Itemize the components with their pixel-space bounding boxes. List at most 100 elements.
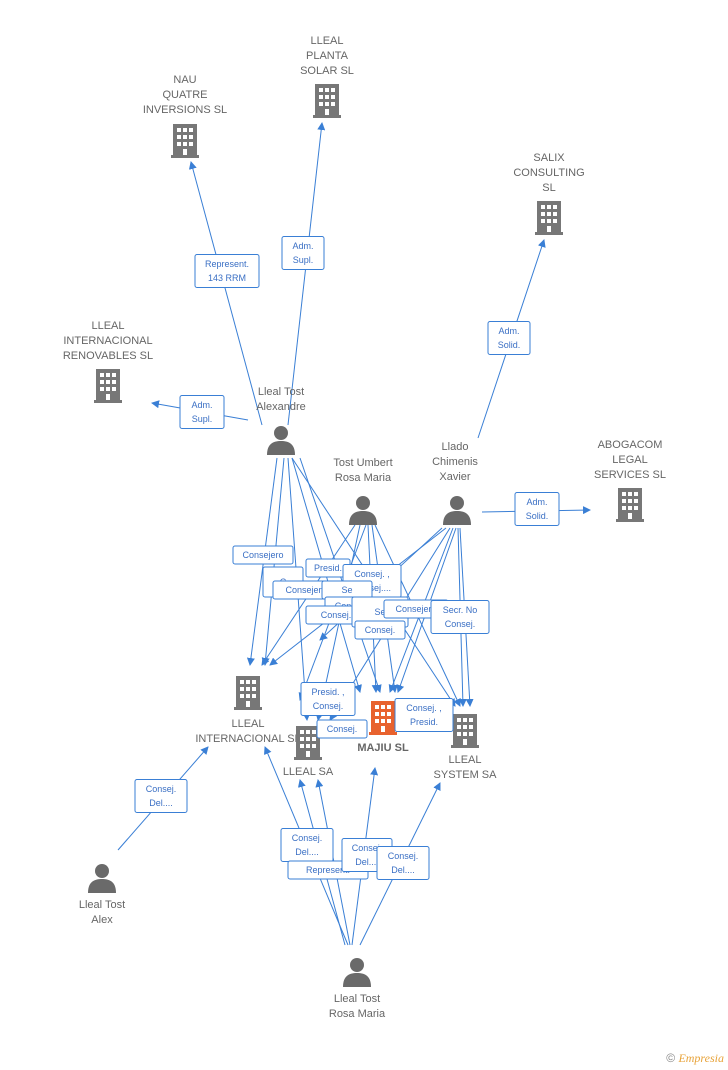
person-icon [343,958,371,987]
edge-label[interactable]: Consej. [354,620,406,640]
person-icon [443,496,471,525]
edge-label-text: Consej. [388,851,419,861]
edge-label[interactable]: Adm.Supl. [281,236,325,270]
edge-label-box [394,698,454,732]
edge-label-box [514,492,560,526]
node-majiu[interactable]: MAJIU SL [357,701,409,754]
edge-label[interactable]: Se [321,580,373,600]
node-label: PLANTA [306,50,349,62]
node-label: NAU [173,74,196,86]
building-icon [451,714,479,748]
node-label: Alex [91,914,113,926]
node-system[interactable]: LLEAL SYSTEM SA [434,714,498,781]
node-label: Xavier [439,471,471,483]
edge-label-box [194,254,260,288]
copyright-icon: © [666,1051,676,1065]
edge-label[interactable]: Adm.Solid. [487,321,531,355]
node-label: Lleal Tost [334,993,380,1005]
edge-label-text: Secr. No [443,605,478,615]
edge-label-text: Consej. [352,843,383,853]
edge-label-box [179,395,225,429]
focus-building-icon [369,701,397,735]
edge-label-text: Consej. , [354,569,390,579]
edge-label-text: Consej. [313,701,344,711]
node-label: SALIX [533,152,565,164]
node-label: LLEAL SA [283,766,334,778]
person-icon [267,426,295,455]
node-llealsa[interactable]: LLEAL SA [283,726,334,778]
edge-label-text: Se [341,585,352,595]
person-icon [349,496,377,525]
edge-label-box [232,545,294,565]
building-icon [171,124,199,158]
edge-label-text: Adm. [498,326,519,336]
edge-label-text: Presid. [314,563,342,573]
edge-label-text: 143 RRM [208,273,246,283]
building-icon [94,369,122,403]
edge-label-box [376,846,430,880]
node-label: SOLAR SL [300,65,354,77]
node-label: LLEAL [448,754,481,766]
node-label: Chimenis [432,456,478,468]
building-icon [535,201,563,235]
node-label: INTERNACIONAL SL [195,733,300,745]
brand-name: Empresia [678,1051,724,1065]
node-label: SYSTEM SA [434,769,498,781]
edge-label[interactable]: Consej. [316,719,368,739]
edge-label-text: Del.... [355,857,379,867]
edge-label-text: Consejero [395,604,436,614]
edge-line [188,161,263,426]
node-label: Llado [442,441,469,453]
edge-label-box [430,600,490,634]
edge-label[interactable]: Adm. Solid. [514,492,560,526]
node-label: Alexandre [256,401,306,413]
edge-label-text: Presid. [410,717,438,727]
footer-brand: © Empresia [666,1051,724,1066]
edge-label-text: Adm. [526,497,547,507]
person-icon [88,864,116,893]
edge-label[interactable]: Consejero [232,545,294,565]
edge-label[interactable]: Represent.143 RRM [194,254,260,288]
edge-label-text: Adm. [292,241,313,251]
edge-label-text: Represent. [306,865,350,875]
edge-label-box [300,682,356,716]
edge-labels-layer: Represent.143 RRMAdm.Supl.Adm.Solid.Adm.… [134,236,560,880]
node-label: SL [542,182,555,194]
edge-label-box [281,236,325,270]
node-intl[interactable]: LLEAL INTERNACIONAL SL [195,676,301,745]
edge-label-box [354,620,406,640]
node-label: INTERNACIONAL [63,335,152,347]
edge-label[interactable]: Consej. ,Presid. [394,698,454,732]
node-label: Tost Umbert [333,457,392,469]
edge-label-text: Consej. [146,784,177,794]
edge-label[interactable]: Presid. ,Consej. [300,682,356,716]
edge-label-text: Consejero [242,550,283,560]
edge-label[interactable]: Consej.Del.... [280,828,334,862]
edge-label-text: Adm. [191,400,212,410]
building-icon [313,84,341,118]
edge-label-box [316,719,368,739]
edge-label-text: Solid. [526,511,549,521]
edge-line [287,122,326,426]
edge-label-text: Consej. [321,610,352,620]
edge-label[interactable]: Secr. No Consej. [430,600,490,634]
node-label: LLEAL [231,718,264,730]
edge-label-text: Consej. [365,625,396,635]
edge-label-text: Consej. [327,724,358,734]
node-label: QUATRE [162,89,207,101]
node-label: MAJIU SL [357,742,409,754]
edge-label[interactable]: Consej.Del.... [376,846,430,880]
edge-label[interactable]: Adm.Supl. [179,395,225,429]
edge-label-text: Consej. [445,619,476,629]
edge-label[interactable]: Consej.Del.... [134,779,188,813]
